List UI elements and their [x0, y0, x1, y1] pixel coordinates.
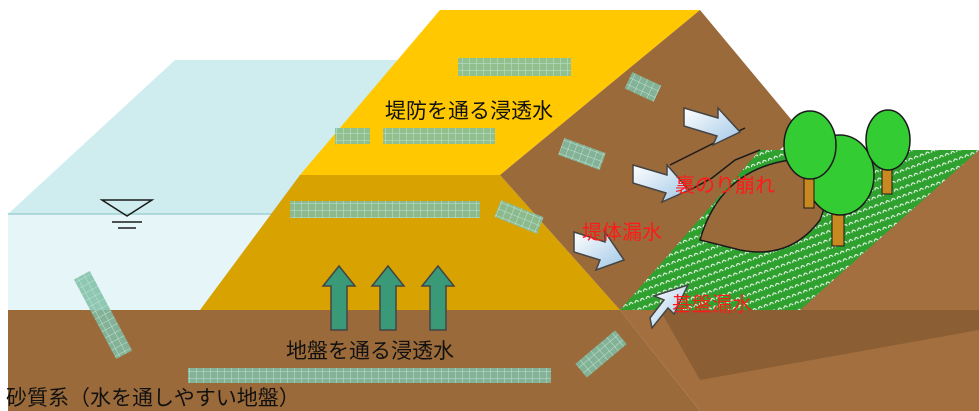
water-level-icon: [99, 199, 155, 229]
seepage-arrow-icon: [321, 106, 742, 331]
sandy-ground-label: 砂質系（水を通しやすい地盤）: [6, 386, 300, 410]
tree-icon: [783, 109, 911, 247]
ground-seepage-label: 地盤を通る浸透水: [286, 339, 454, 363]
body-leakage-label: 堤体漏水: [582, 220, 662, 244]
embankment-seepage-label: 堤防を通る浸透水: [385, 99, 553, 123]
back-slope-failure-label: 裏のり崩れ: [675, 173, 775, 197]
seepage-bands: [73, 58, 662, 383]
foundation-leakage-label: 基盤漏水: [672, 292, 752, 316]
